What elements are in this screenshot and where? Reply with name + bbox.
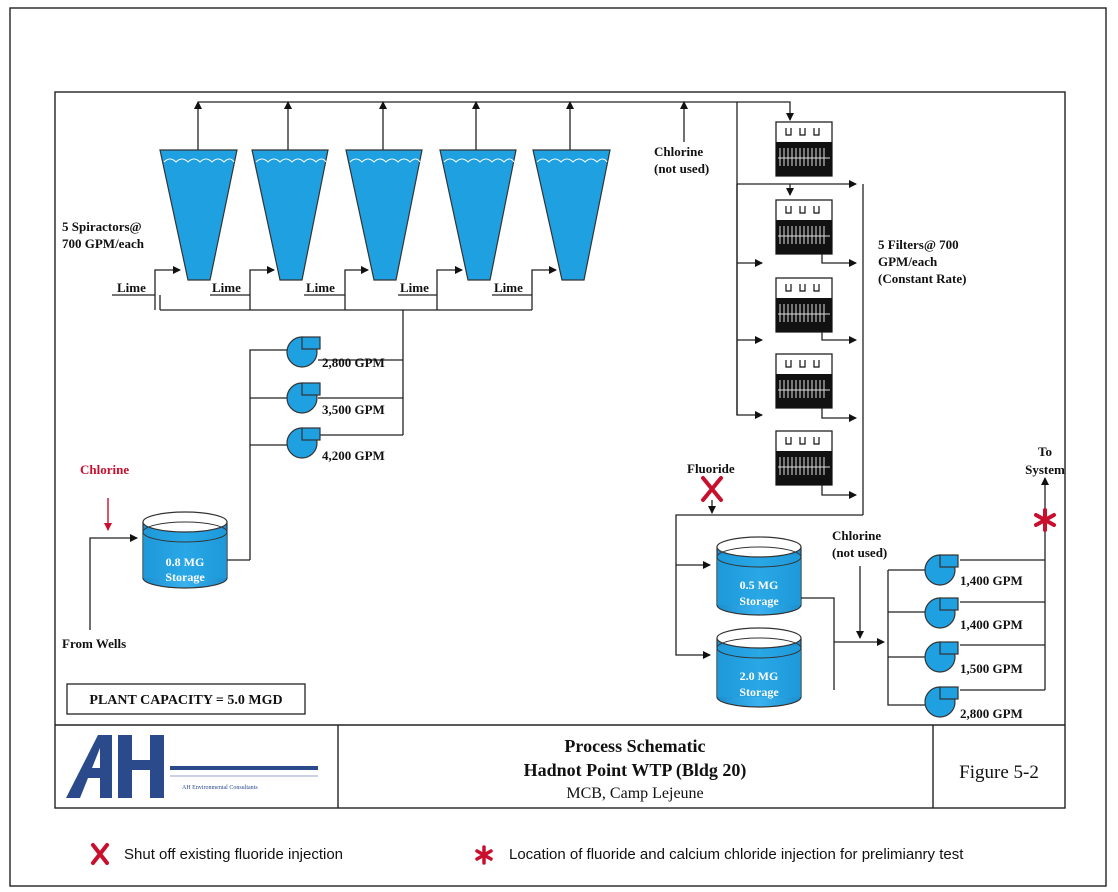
to-system-label-1: To <box>1038 444 1052 459</box>
pump-fin-3 <box>924 641 959 673</box>
chlorine-right-label-2: (not used) <box>832 545 887 560</box>
storage-05-label-1: 0.5 MG <box>740 578 779 592</box>
spiractor-group: 5 Spiractors@ 700 GPM/each Lime Lime Lim… <box>62 101 794 419</box>
filter-unit-5 <box>775 430 833 486</box>
pump-fin-2 <box>924 597 959 629</box>
spiractor-4 <box>439 149 517 281</box>
plant-capacity-box: PLANT CAPACITY = 5.0 MGD <box>66 683 306 715</box>
logo-caption: AH Environmental Consultants <box>182 785 258 791</box>
plant-capacity-text: PLANT CAPACITY = 5.0 MGD <box>89 693 282 708</box>
title-line-2: Hadnot Point WTP (Bldg 20) <box>524 760 747 781</box>
spiractor-3 <box>345 149 423 281</box>
legend-star-icon <box>475 845 493 865</box>
pump-raw-2-label: 3,500 GPM <box>322 402 385 417</box>
pump-fin-1 <box>924 554 959 586</box>
pump-fin-3-label: 1,500 GPM <box>960 661 1023 676</box>
injection-star-marker <box>1034 508 1056 532</box>
ah-logo: AH Environmental Consultants <box>66 735 318 798</box>
to-system-label-2: System <box>1025 462 1065 477</box>
pump-raw-3 <box>286 427 321 459</box>
legend-x: Shut off existing fluoride injection <box>91 843 343 865</box>
lime-label-3: Lime <box>306 280 335 295</box>
title-line-3: MCB, Camp Lejeune <box>566 785 703 802</box>
pump-raw-1 <box>286 336 321 368</box>
spiractor-2 <box>251 149 329 281</box>
storage-05-label-2: Storage <box>739 594 779 608</box>
storage-20-tank: 2.0 MG Storage <box>716 627 802 708</box>
outer-frame <box>9 7 1107 887</box>
pump-fin-2-label: 1,400 GPM <box>960 617 1023 632</box>
filter-unit-1 <box>775 121 833 177</box>
chlorine-top-label-2: (not used) <box>654 161 709 176</box>
filter-unit-2 <box>775 199 833 255</box>
legend-x-text: Shut off existing fluoride injection <box>124 846 343 863</box>
chlorine-right-label-1: Chlorine <box>832 528 881 543</box>
chlorine-left-label: Chlorine <box>80 462 129 477</box>
raw-pump-group: 2,800 GPM 3,500 GPM 4,200 GPM <box>225 310 404 561</box>
drawing-frame <box>54 91 1066 809</box>
lime-label-2: Lime <box>212 280 241 295</box>
pump-raw-1-label: 2,800 GPM <box>322 355 385 370</box>
from-wells-label: From Wells <box>62 636 126 651</box>
pump-fin-1-label: 1,400 GPM <box>960 573 1023 588</box>
spiractor-5 <box>532 149 611 281</box>
filters-label-3: (Constant Rate) <box>878 271 966 286</box>
fluoride-x-mark <box>701 476 723 502</box>
spiractors-label-2: 700 GPM/each <box>62 236 145 251</box>
storage-05-tank: 0.5 MG Storage <box>716 536 802 616</box>
pump-raw-3-label: 4,200 GPM <box>322 448 385 463</box>
pump-fin-4 <box>924 686 959 718</box>
pump-raw-2 <box>286 382 321 414</box>
legend-star: Location of fluoride and calcium chlorid… <box>475 845 964 865</box>
storage-raw-label-1: 0.8 MG <box>166 555 205 569</box>
lime-label-4: Lime <box>400 280 429 295</box>
filter-group: 5 Filters@ 700 GPM/each (Constant Rate) <box>675 121 966 659</box>
lime-label-1: Lime <box>117 280 146 295</box>
storage-20-label-1: 2.0 MG <box>740 669 779 683</box>
filters-label-1: 5 Filters@ 700 <box>878 237 959 252</box>
title-line-1: Process Schematic <box>564 736 705 756</box>
fluoride-label: Fluoride <box>687 461 735 476</box>
lime-label-5: Lime <box>494 280 523 295</box>
filters-label-2: GPM/each <box>878 254 938 269</box>
storage-raw-label-2: Storage <box>165 570 205 584</box>
pump-fin-4-label: 2,800 GPM <box>960 706 1023 721</box>
filter-unit-4 <box>775 353 833 409</box>
storage-20-label-2: Storage <box>739 685 779 699</box>
spiractor-1 <box>159 149 238 281</box>
figure-number: Figure 5-2 <box>959 762 1039 783</box>
spiractors-label-1: 5 Spiractors@ <box>62 219 142 234</box>
legend-star-text: Location of fluoride and calcium chlorid… <box>509 846 964 863</box>
chlorine-top-label-1: Chlorine <box>654 144 703 159</box>
filter-unit-3 <box>775 277 833 333</box>
raw-storage-tank: 0.8 MG Storage <box>142 511 228 589</box>
legend-x-icon <box>91 843 109 865</box>
